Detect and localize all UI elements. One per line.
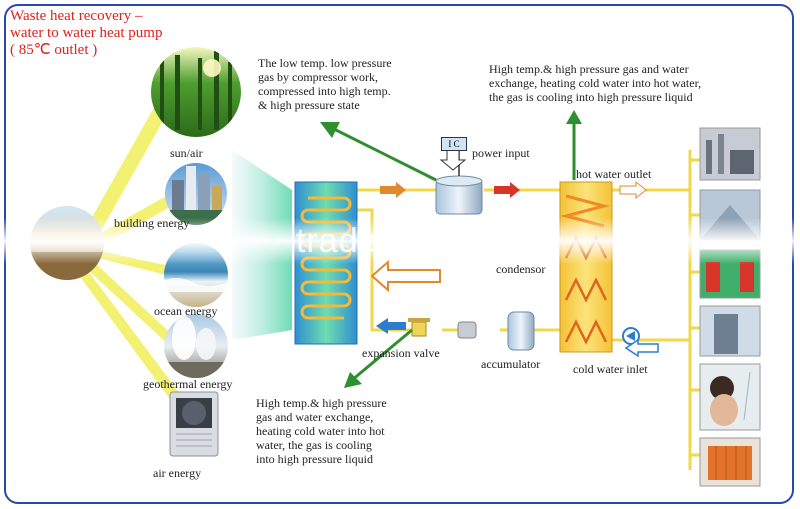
title-line-1: Waste heat recovery –: [10, 8, 143, 24]
label-cold-water-inlet: cold water inlet: [573, 362, 648, 376]
title-line-3: ( 85℃ outlet ): [10, 42, 98, 58]
note-compressor-line: The low temp. low pressure: [258, 56, 392, 70]
air-unit-icon: [169, 391, 219, 457]
factory-photo: [699, 127, 761, 181]
flow-arrows: [370, 180, 659, 358]
note-exchange-top-line: the gas is cooling into high pressure li…: [489, 90, 693, 104]
ic-badge: I C: [441, 137, 467, 151]
condenser: [559, 181, 613, 353]
label-condensor: condensor: [496, 262, 546, 276]
label-hot-water-outlet: hot water outlet: [576, 167, 652, 181]
label-accumulator: accumulator: [481, 357, 541, 371]
label-expansion-valve: expansion valve: [362, 346, 440, 360]
note-compressor-line: compressed into high temp.: [258, 84, 391, 98]
note-exchange-bottom-line: heating cold water into hot: [256, 424, 385, 438]
power-input-arrow: [439, 149, 467, 171]
radiator-photo: [699, 437, 761, 487]
note-exchange-bottom-line: water, the gas is cooling: [256, 438, 372, 452]
outlet-pipes: [690, 158, 700, 457]
note-exchange-bottom-line: into high pressure liquid: [256, 452, 373, 466]
note-exchange-bottom-line: High temp.& high pressure: [256, 396, 387, 410]
label-ocean-energy: ocean energy: [154, 304, 218, 318]
note-exchange-bottom-line: gas and water exchange,: [256, 410, 374, 424]
office-photo: [699, 305, 761, 357]
watermark: trade.china.cn: [296, 222, 524, 260]
shower-photo: [699, 363, 761, 431]
label-sun-air: sun/air: [170, 146, 203, 160]
application-photos: [699, 127, 761, 487]
title-line-2: water to water heat pump: [10, 25, 163, 41]
label-power-input: power input: [472, 146, 530, 160]
expansion-valve: [408, 318, 430, 337]
pointer-arrows: [320, 110, 582, 388]
label-building-energy: building energy: [114, 216, 190, 230]
note-compressor: The low temp. low pressure gas by compre…: [258, 56, 392, 112]
accumulator: [507, 311, 535, 351]
note-exchange-top: High temp.& high pressure gas and water …: [489, 62, 701, 104]
filter: [457, 321, 477, 339]
note-exchange-bottom: High temp.& high pressure gas and water …: [256, 396, 387, 466]
refrigerant-pipes: [356, 150, 692, 470]
geothermal-icon: [164, 314, 228, 378]
note-exchange-top-line: High temp.& high pressure gas and water: [489, 62, 689, 76]
note-exchange-top-line: exchange, heating cold water into hot wa…: [489, 76, 702, 90]
diagram-title: Waste heat recovery – water to water hea…: [10, 8, 162, 59]
compressor: [435, 150, 483, 215]
note-compressor-line: & high pressure state: [258, 98, 360, 112]
label-geothermal-energy: geothermal energy: [143, 377, 233, 391]
forest-icon: [151, 47, 241, 137]
label-air-energy: air energy: [153, 466, 202, 480]
note-compressor-line: gas by compressor work,: [258, 70, 378, 84]
watermark-band: [0, 218, 800, 264]
